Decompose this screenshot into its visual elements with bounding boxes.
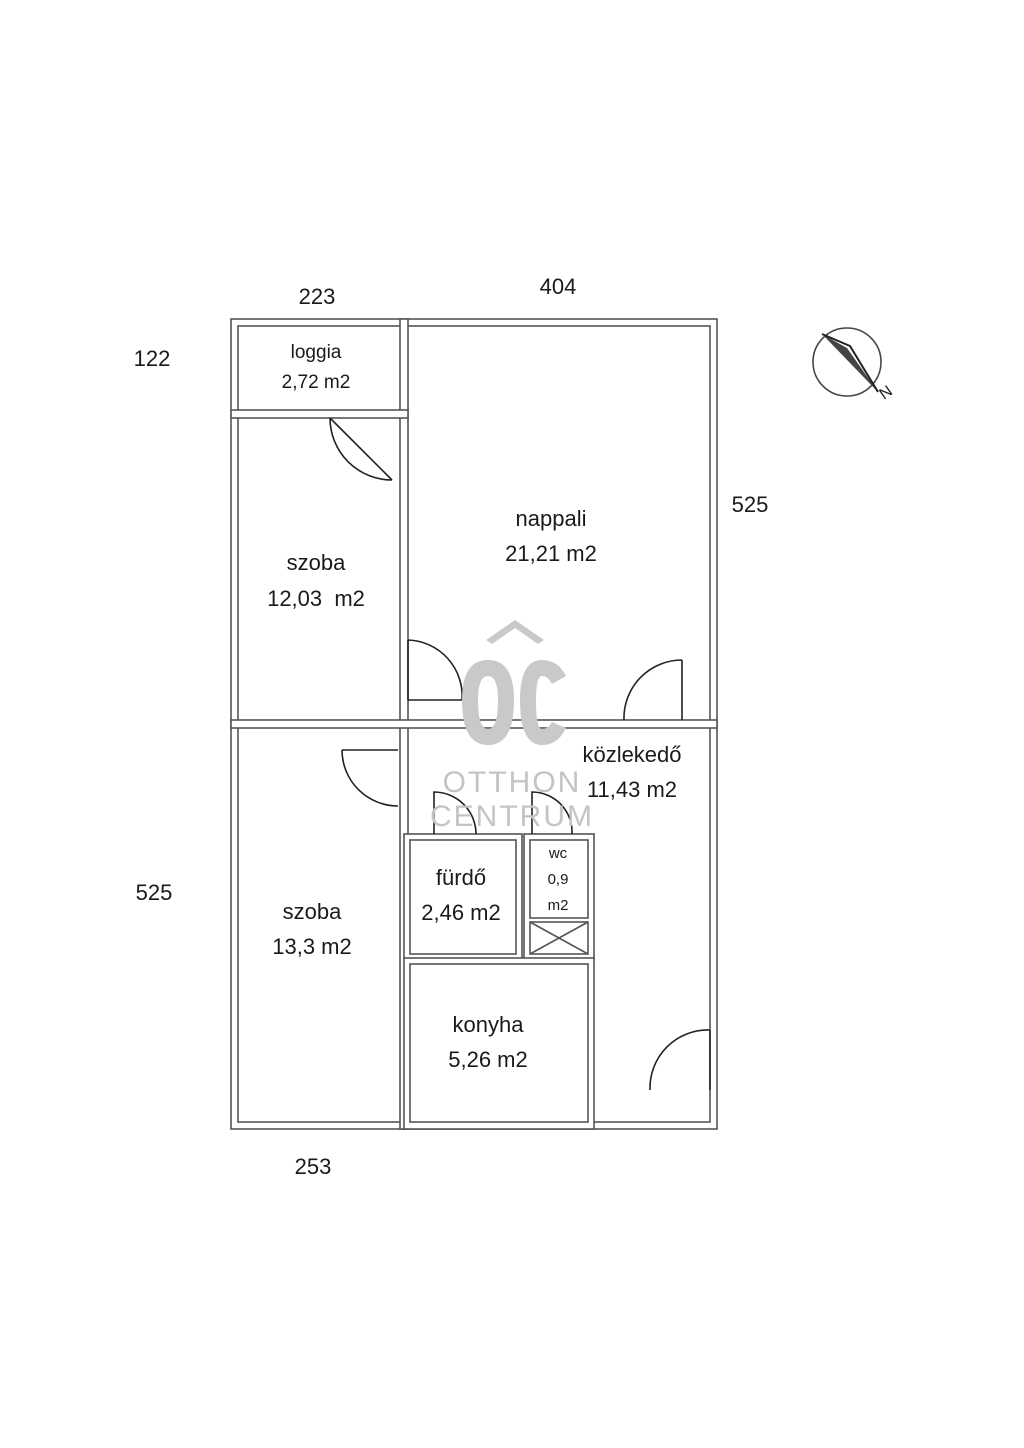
room-loggia-area: 2,72 m2 [282, 372, 351, 393]
door-entrance [649, 1029, 711, 1091]
room-szoba2-area: 13,3 m2 [272, 934, 352, 959]
door-nappali-right [623, 659, 683, 721]
room-szoba1-name: szoba [287, 550, 346, 575]
compass-letter: N [877, 383, 896, 404]
room-wc-area-value: 0,9 [548, 871, 569, 888]
room-wc-name: wc [548, 845, 568, 862]
watermark-line1: OTTHON [443, 766, 582, 799]
room-konyha-area: 5,26 m2 [448, 1047, 528, 1072]
dim-bottom: 253 [295, 1154, 332, 1179]
room-furdo-name: fürdő [436, 865, 486, 890]
room-kozlekedo-area: 11,43 m2 [587, 777, 677, 802]
dim-right: 525 [732, 492, 769, 517]
door-szoba1 [329, 417, 393, 481]
door-szoba2 [341, 749, 399, 807]
room-loggia-name: loggia [291, 342, 342, 363]
room-szoba1-area: 12,03 m2 [267, 586, 365, 611]
room-furdo-area: 2,46 m2 [421, 900, 501, 925]
dim-top-right: 404 [540, 274, 577, 299]
doors [329, 417, 711, 1091]
dim-left-top: 122 [134, 346, 171, 371]
door-nappali-left [407, 639, 463, 701]
room-nappali-area: 21,21 m2 [505, 541, 597, 566]
dimension-labels: 223 404 122 525 525 253 [134, 274, 769, 1179]
door-furdo [433, 791, 477, 835]
room-wc-area-unit: m2 [548, 897, 569, 914]
dim-left-bottom: 525 [136, 880, 173, 905]
watermark-line2: CENTRUM [430, 800, 594, 833]
door-wc [531, 791, 573, 835]
room-szoba2-name: szoba [283, 899, 342, 924]
room-nappali-name: nappali [516, 506, 587, 531]
dim-top-left: 223 [299, 284, 336, 309]
interior-walls [230, 318, 718, 1130]
north-arrow-icon: N [812, 327, 896, 404]
room-konyha-name: konyha [453, 1012, 525, 1037]
room-labels: loggia 2,72 m2 szoba 12,03 m2 nappali 21… [267, 342, 681, 1072]
watermark-logo: OTTHON CENTRUM [430, 620, 594, 833]
room-kozlekedo-name: közlekedő [582, 742, 681, 767]
